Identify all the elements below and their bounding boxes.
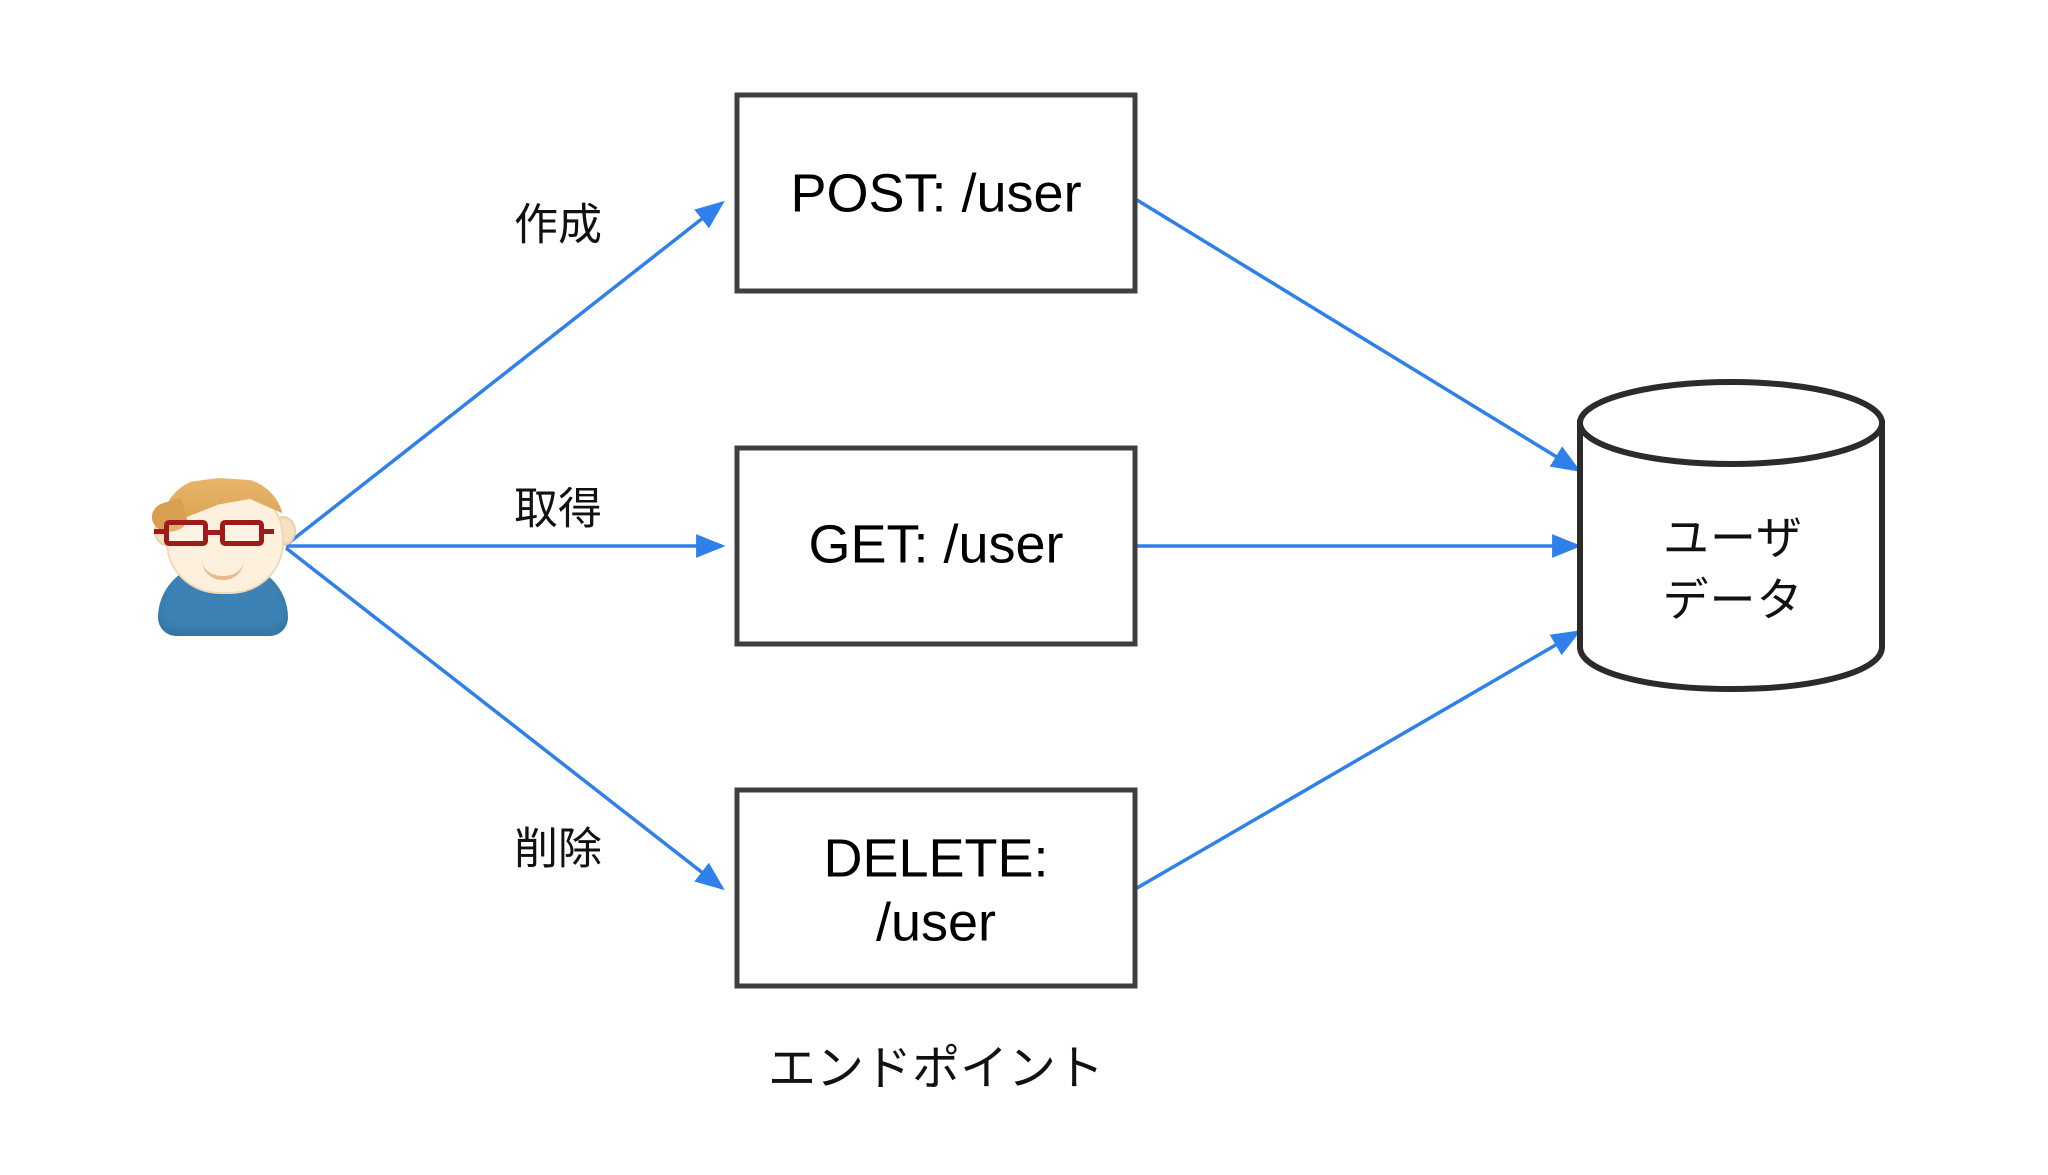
endpoint-box-delete[interactable] bbox=[734, 787, 1138, 989]
avatar-lens-right bbox=[220, 520, 264, 546]
edge-post-to-datastore bbox=[1136, 198, 1581, 472]
edge-delete-to-datastore bbox=[1136, 630, 1582, 890]
glasses-icon bbox=[154, 520, 288, 548]
endpoint-label-delete-line2: /user bbox=[876, 892, 996, 952]
avatar-glasses-temple-right bbox=[264, 529, 274, 534]
user-actor-avatar[interactable] bbox=[140, 468, 306, 636]
endpoints-caption: エンドポイント bbox=[768, 1043, 1104, 1096]
edge-label-create: 作成 bbox=[514, 201, 602, 250]
datastore-label-line2: データ bbox=[1663, 574, 1804, 626]
avatar-lens-left bbox=[164, 520, 208, 546]
endpoint-label-get: GET: /user bbox=[808, 514, 1063, 574]
avatar-glasses-temple-left bbox=[154, 529, 164, 534]
edge-label-delete: 削除 bbox=[514, 825, 602, 874]
endpoint-label-delete-line1: DELETE: bbox=[823, 828, 1048, 888]
cylinder-top-ellipse bbox=[1577, 379, 1885, 467]
endpoint-box-get[interactable] bbox=[734, 445, 1138, 647]
endpoint-label-post: POST: /user bbox=[790, 163, 1081, 223]
datastore-label-line1: ユーザ bbox=[1663, 512, 1803, 564]
cylinder-body bbox=[1577, 420, 1885, 693]
edge-actor-to-post bbox=[284, 200, 725, 547]
edge-label-retrieve: 取得 bbox=[514, 485, 602, 534]
endpoint-box-post[interactable] bbox=[734, 92, 1138, 294]
edge-actor-to-delete bbox=[284, 546, 725, 891]
avatar-mouth bbox=[202, 560, 244, 580]
avatar-glasses-bridge bbox=[208, 530, 220, 535]
datastore-cylinder[interactable] bbox=[1577, 379, 1885, 693]
